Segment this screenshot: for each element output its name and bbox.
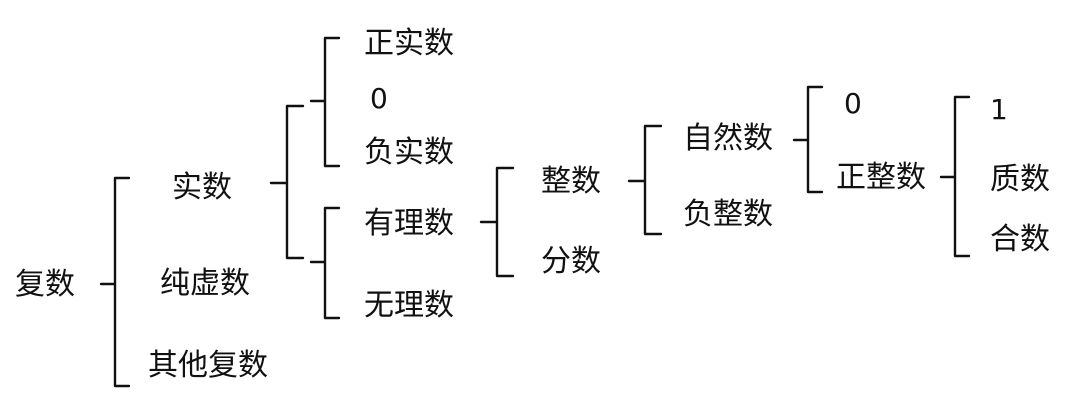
node-irrational: 无理数	[364, 288, 454, 323]
node-rational: 有理数	[364, 206, 454, 241]
node-positive-integer: 正整数	[836, 160, 926, 195]
node-integer: 整数	[541, 164, 601, 199]
node-composite: 合数	[990, 222, 1050, 257]
bracket-positive-integer	[939, 95, 971, 258]
bracket-rational	[479, 166, 515, 278]
node-zero-natural: 0	[844, 87, 862, 120]
node-positive-real: 正实数	[364, 26, 454, 61]
bracket-real-sign	[309, 36, 341, 168]
node-negative-integer: 负整数	[683, 197, 773, 232]
node-pure-imaginary: 纯虚数	[160, 266, 250, 301]
node-real: 实数	[172, 170, 232, 205]
node-complex: 复数	[15, 267, 75, 302]
bracket-integer	[627, 124, 663, 236]
node-other-complex: 其他复数	[148, 348, 268, 383]
node-one: 1	[990, 93, 1008, 126]
node-negative-real: 负实数	[364, 135, 454, 170]
node-zero-real: 0	[370, 82, 388, 115]
node-natural: 自然数	[683, 121, 773, 156]
node-prime: 质数	[990, 162, 1050, 197]
bracket-rational-irrational	[309, 206, 341, 320]
bracket-real	[269, 104, 305, 260]
bracket-complex	[99, 176, 131, 388]
bracket-natural	[792, 85, 824, 194]
node-fraction: 分数	[541, 244, 601, 279]
